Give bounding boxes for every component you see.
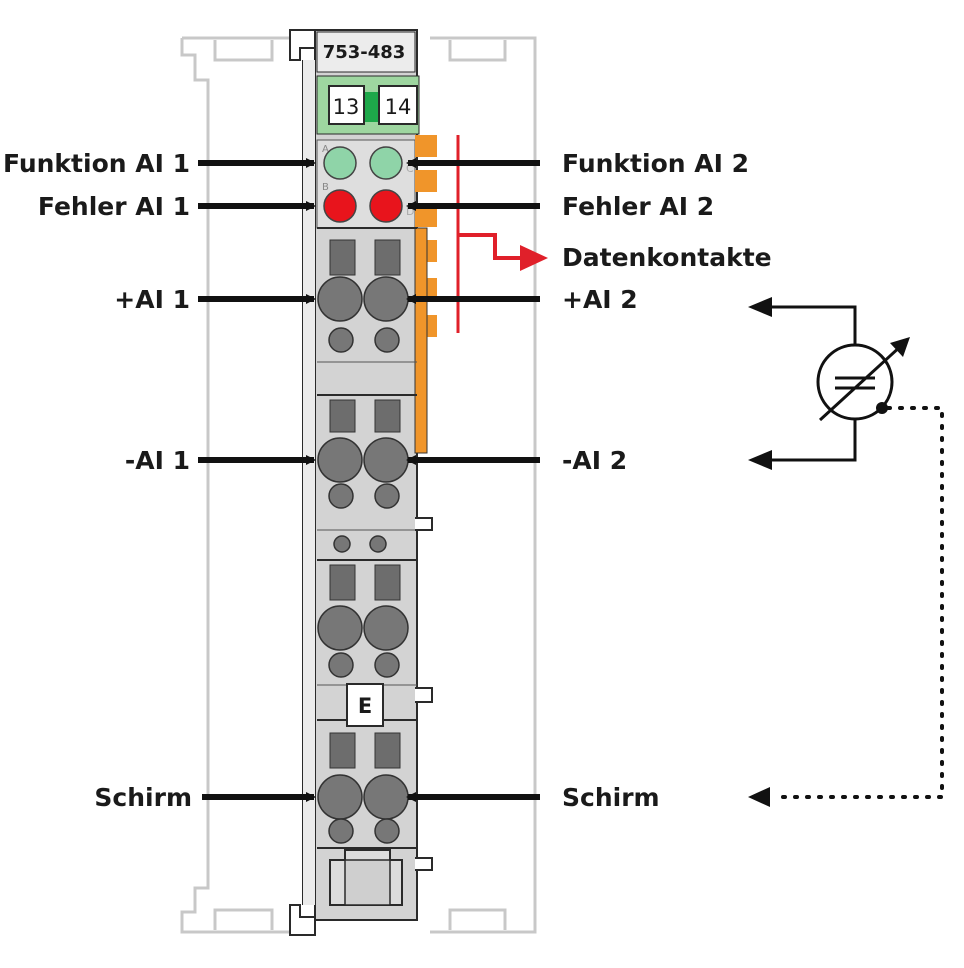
svg-text:E: E xyxy=(358,694,372,718)
svg-text:D: D xyxy=(406,205,414,218)
left-arrows xyxy=(198,158,316,802)
svg-text:B: B xyxy=(322,182,329,193)
led-fehler-ai2 xyxy=(369,189,403,223)
terminal-schirm-1 xyxy=(317,774,363,820)
label-funktion-ai1: Funktion AI 1 xyxy=(3,149,190,178)
svg-text:14: 14 xyxy=(385,95,412,119)
label-minus-ai2: -AI 2 xyxy=(562,446,627,475)
led-funktion-ai2 xyxy=(369,146,403,180)
data-contacts xyxy=(414,135,437,454)
terminal-schirm-2 xyxy=(363,774,409,820)
led-fehler-ai1 xyxy=(323,189,357,223)
terminal-plus-ai2 xyxy=(363,276,409,322)
label-funktion-ai2: Funktion AI 2 xyxy=(562,149,749,178)
right-arrows xyxy=(406,158,540,802)
label-schirm-right: Schirm xyxy=(562,783,660,812)
terminal-plus-ai1 xyxy=(317,276,363,322)
marker-14 xyxy=(378,85,418,125)
svg-text:C: C xyxy=(406,162,414,175)
label-plus-ai2: +AI 2 xyxy=(562,285,638,314)
label-datenkontakte: Datenkontakte xyxy=(562,243,772,272)
marker-e xyxy=(346,683,384,727)
label-fehler-ai1: Fehler AI 1 xyxy=(38,192,190,221)
io-module: 753-483 13 14 A B C D xyxy=(289,29,437,936)
ghost-neighbor-right xyxy=(430,36,537,934)
ghost-neighbor-left xyxy=(180,36,290,934)
sensor-symbol xyxy=(748,297,910,470)
label-schirm-left: Schirm xyxy=(94,783,192,812)
terminal-minus-ai2 xyxy=(363,437,409,483)
svg-text:13: 13 xyxy=(333,95,360,119)
svg-text:A: A xyxy=(322,144,329,155)
marker-13 xyxy=(328,85,365,125)
terminal-minus-ai1 xyxy=(317,437,363,483)
led-funktion-ai1 xyxy=(323,146,357,180)
label-minus-ai1: -AI 1 xyxy=(125,446,190,475)
label-plus-ai1: +AI 1 xyxy=(114,285,190,314)
shield-line xyxy=(748,406,944,807)
label-fehler-ai2: Fehler AI 2 xyxy=(562,192,714,221)
part-number: 753-483 xyxy=(323,42,406,63)
